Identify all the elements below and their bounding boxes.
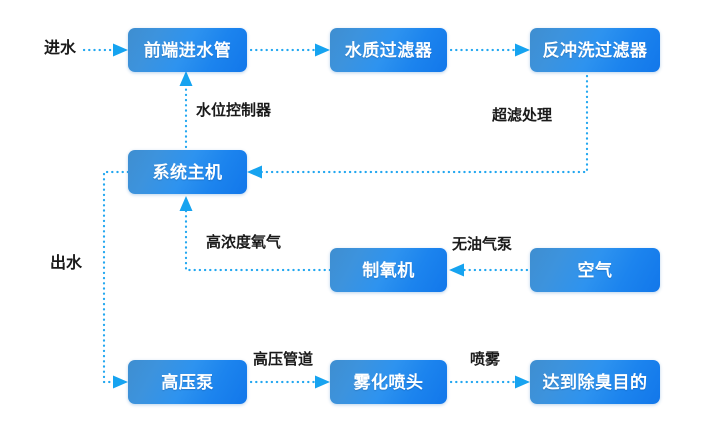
edge-label-ultrafiltration: 超滤处理 xyxy=(492,107,553,124)
connector-air-to-oxygen-machine xyxy=(449,263,529,277)
node-backwash-filter[interactable]: 反冲洗过滤器 xyxy=(530,28,660,72)
connector-oxygen-machine-to-system-host xyxy=(179,196,332,272)
connector-high-press-pump-to-atomizer xyxy=(249,375,330,389)
side-label-inflow: 进水 xyxy=(44,40,77,57)
node-label-oxygen-machine: 制氧机 xyxy=(362,260,415,280)
node-inlet-pipe[interactable]: 前端进水管 xyxy=(128,28,247,72)
connector-inlet-pipe-to-water-filter xyxy=(249,43,330,57)
side-label-outflow: 出水 xyxy=(50,255,83,272)
connector-backwash-filter-to-system-host xyxy=(247,74,589,179)
node-water-filter[interactable]: 水质过滤器 xyxy=(330,28,447,72)
connector-inflow-to-inlet-pipe xyxy=(82,43,128,57)
node-atomizer-nozzle[interactable]: 雾化喷头 xyxy=(330,360,447,404)
node-label-atomizer-nozzle: 雾化喷头 xyxy=(353,372,424,392)
node-high-press-pump[interactable]: 高压泵 xyxy=(128,360,247,404)
edge-label-water-level-controller: 水位控制器 xyxy=(196,102,272,119)
node-label-inlet-pipe: 前端进水管 xyxy=(143,40,232,60)
edge-label-high-press-pipeline: 高压管道 xyxy=(253,351,314,368)
edge-label-spray: 喷雾 xyxy=(470,351,501,368)
node-oxygen-machine[interactable]: 制氧机 xyxy=(330,248,447,292)
node-label-system-host: 系统主机 xyxy=(152,162,223,182)
node-air[interactable]: 空气 xyxy=(530,248,660,292)
edge-label-high-conc-oxygen: 高浓度氧气 xyxy=(206,234,282,251)
edge-label-oil-free-air-pump: 无油气泵 xyxy=(452,236,513,253)
node-deodorize-goal[interactable]: 达到除臭目的 xyxy=(530,360,660,404)
node-label-high-press-pump: 高压泵 xyxy=(161,372,214,392)
node-label-water-filter: 水质过滤器 xyxy=(344,40,433,60)
node-system-host[interactable]: 系统主机 xyxy=(128,150,247,194)
connector-system-host-to-high-press-pump xyxy=(102,170,130,389)
connector-system-host-to-inlet-pipe xyxy=(179,71,193,149)
node-label-air: 空气 xyxy=(577,260,613,280)
node-label-backwash-filter: 反冲洗过滤器 xyxy=(542,40,648,60)
node-label-deodorize-goal: 达到除臭目的 xyxy=(542,372,648,392)
connector-atomizer-to-deodorize-goal xyxy=(449,375,530,389)
connector-water-filter-to-backwash-filter xyxy=(449,43,530,57)
